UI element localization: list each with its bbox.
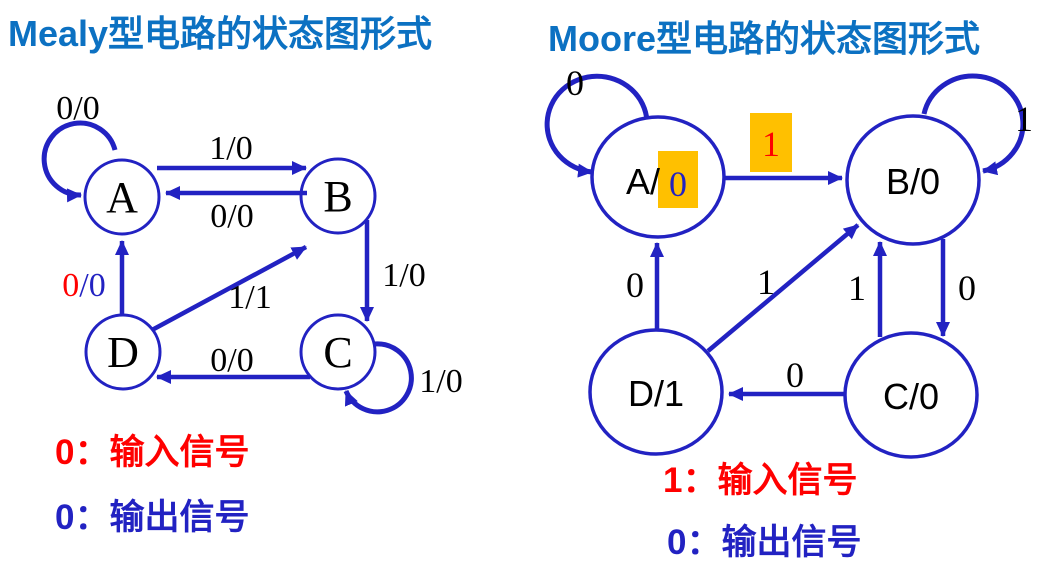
- moore-edge-d-to-b-label: 1: [757, 262, 775, 302]
- moore-edge-a-self-label: 0: [566, 63, 584, 103]
- mealy-edge-a-to-b-label: 1/0: [209, 130, 252, 167]
- moore-state-b: [845, 114, 981, 246]
- mealy-edge-a-self-loop: [41, 120, 118, 203]
- mealy-state-b: [299, 157, 377, 235]
- mealy-edge-d-to-b-label: 1/1: [228, 279, 271, 316]
- moore-edge-b-to-c-label: 0: [958, 268, 976, 308]
- mealy-edge-c-self-loop: [343, 341, 414, 415]
- mealy-state-d: [84, 313, 162, 391]
- mealy-edge-d-to-b: [150, 245, 308, 332]
- mealy-title: Mealy型电路的状态图形式: [8, 13, 433, 54]
- mealy-state-d-label: D: [107, 328, 139, 377]
- moore-edge-d-to-b: [706, 223, 860, 353]
- mealy-state-c: [299, 313, 377, 391]
- moore-state-d-label: D/1: [628, 373, 684, 414]
- moore-diagram: A/ 0 B/0 C/0 D/1 0 1 1 0 1 1 0 0: [544, 63, 1033, 459]
- moore-legend-output: 0：输出信号: [667, 523, 862, 562]
- mealy-diagram: A B C D 0/0 1/0 0/0 0/0 1/1 1/0 0/0 1/0: [41, 90, 463, 415]
- moore-edge-b-self-loop: [921, 73, 1026, 176]
- mealy-edge-d-to-a-label: 0/0: [62, 267, 105, 304]
- moore-edge-c-to-d-label: 0: [786, 355, 804, 395]
- moore-edge-d-to-a-label: 0: [626, 265, 644, 305]
- mealy-edge-c-self-label: 1/0: [419, 363, 462, 400]
- moore-a-output-highlight: [658, 151, 698, 208]
- moore-legend-input: 1：输入信号: [663, 461, 858, 500]
- mealy-edge-c-to-d-label: 0/0: [210, 342, 253, 379]
- mealy-edge-a-self-label: 0/0: [56, 90, 99, 127]
- moore-edge-a-self-loop: [544, 73, 650, 178]
- mealy-legend-input: 0：输入信号: [55, 433, 250, 472]
- mealy-d-to-a-output: /0: [79, 267, 105, 304]
- mealy-edge-b-to-c-label: 1/0: [382, 257, 425, 294]
- mealy-state-a-label: A: [106, 173, 138, 222]
- moore-edge-b-self-label: 1: [1015, 99, 1033, 139]
- moore-edge-c-to-b-label: 1: [848, 268, 866, 308]
- moore-state-b-label: B/0: [886, 161, 940, 202]
- moore-edge-a-to-b-label: 1: [762, 124, 780, 164]
- mealy-state-b-label: B: [323, 172, 352, 221]
- mealy-state-a: [83, 158, 161, 236]
- moore-state-c-label: C/0: [883, 376, 939, 417]
- moore-title: Moore型电路的状态图形式: [548, 18, 981, 59]
- moore-state-a-prefix-label: A/: [626, 161, 660, 202]
- moore-state-a-output-label: 0: [669, 164, 687, 204]
- moore-a-to-b-label-highlight: [750, 113, 792, 172]
- mealy-d-to-a-input: 0: [62, 267, 79, 304]
- mealy-edge-b-to-a-label: 0/0: [210, 198, 253, 235]
- mealy-legend-output: 0：输出信号: [55, 498, 250, 537]
- mealy-state-c-label: C: [323, 328, 352, 377]
